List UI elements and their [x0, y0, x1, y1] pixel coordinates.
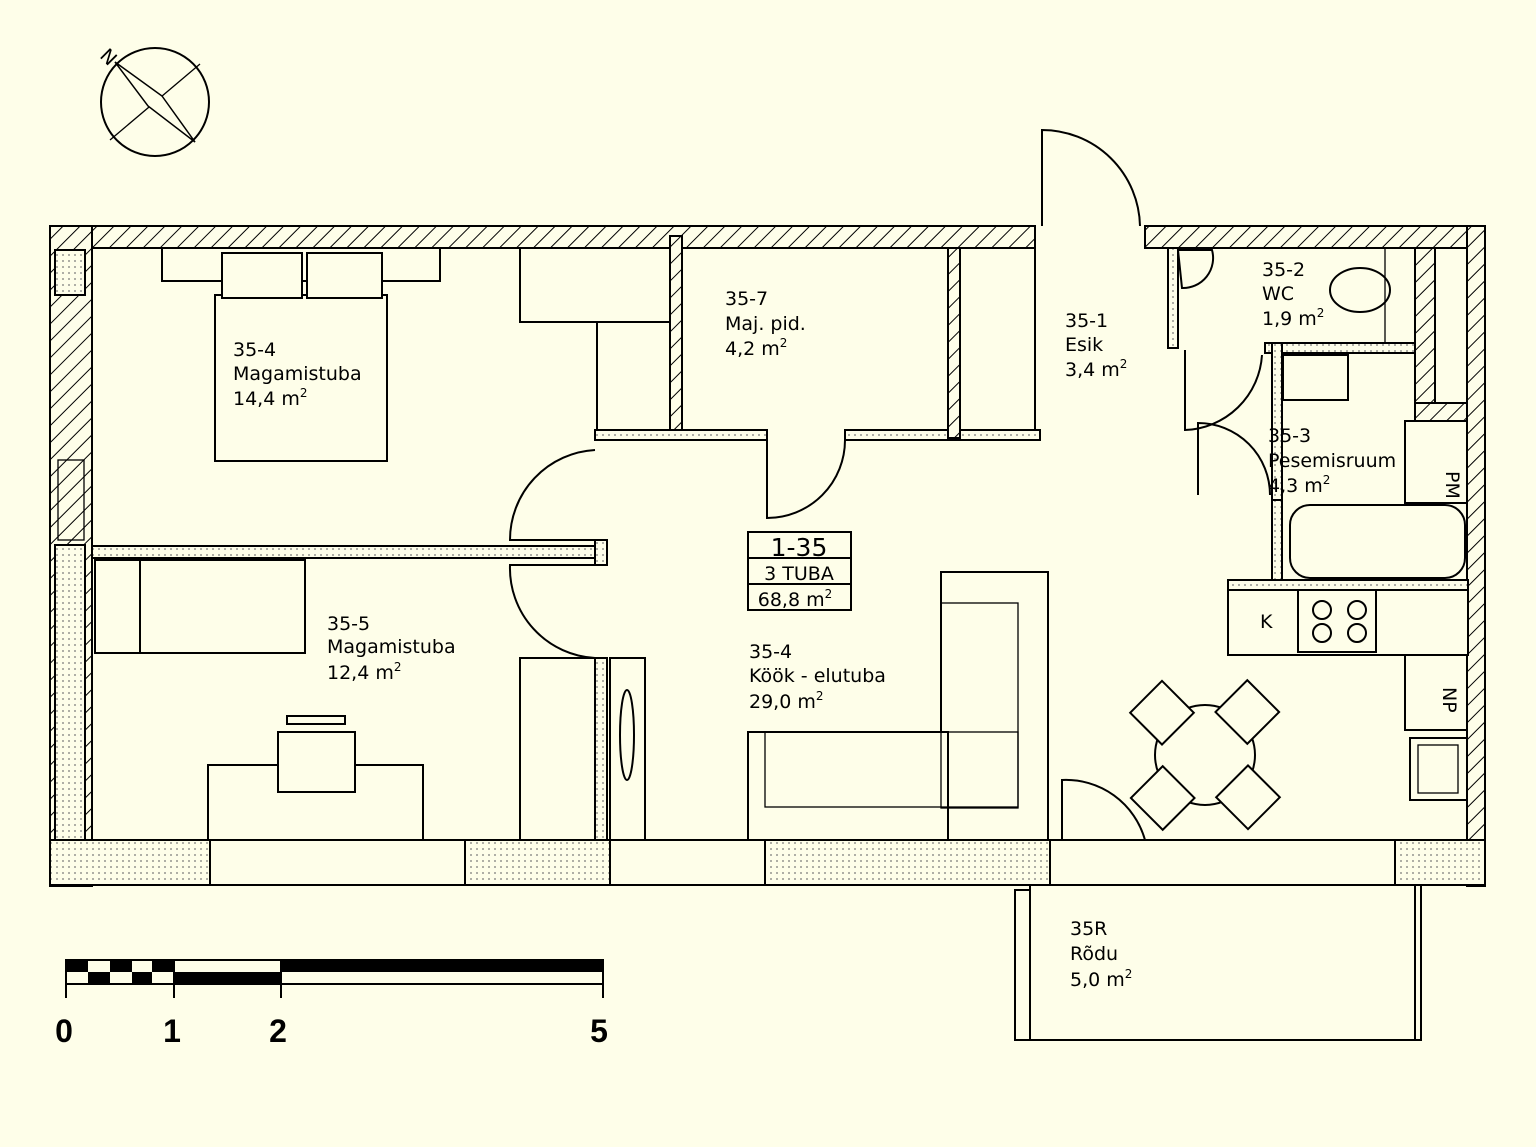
svg-text:35-1: 35-1 [1065, 310, 1108, 332]
apartment-summary-box: 1-35 3 TUBA 68,8 m2 [747, 531, 852, 611]
svg-text:Maj. pid.: Maj. pid. [725, 313, 806, 335]
scale-label-2: 2 [269, 1013, 287, 1049]
svg-text:1,9 m2: 1,9 m2 [1262, 306, 1324, 330]
furniture [94, 247, 1469, 841]
svg-text:4,3 m2: 4,3 m2 [1268, 473, 1330, 497]
svg-text:Pesemisruum: Pesemisruum [1268, 450, 1396, 472]
svg-text:29,0 m2: 29,0 m2 [749, 689, 824, 713]
np-label: NP [1438, 687, 1460, 713]
svg-text:35-3: 35-3 [1268, 425, 1311, 447]
apartment-area: 68,8 m2 [758, 587, 833, 611]
svg-text:14,4 m2: 14,4 m2 [233, 386, 308, 410]
svg-text:4,2 m2: 4,2 m2 [725, 336, 787, 360]
doors [508, 128, 1271, 841]
svg-text:Magamistuba: Magamistuba [327, 636, 456, 658]
scale-label-0: 0 [55, 1013, 73, 1049]
room-label-35-4-bedroom: 35-4 Magamistuba 14,4 m2 [233, 339, 362, 410]
k-label: K [1260, 611, 1273, 633]
room-label-35r-balcony: 35R Rõdu 5,0 m2 [1070, 918, 1132, 991]
room-label-35-4-kitchen-living: 35-4 Köök - elutuba 29,0 m2 [749, 641, 886, 713]
svg-text:35-7: 35-7 [725, 288, 768, 310]
svg-text:12,4 m2: 12,4 m2 [327, 660, 402, 684]
pm-label: PM [1441, 471, 1463, 499]
svg-text:Magamistuba: Magamistuba [233, 363, 362, 385]
room-label-35-1-hall: 35-1 Esik 3,4 m2 [1065, 310, 1127, 381]
interior-walls [91, 235, 1469, 841]
room-label-35-3-bathroom: 35-3 Pesemisruum 4,3 m2 [1268, 425, 1396, 497]
scale-bar: 0 1 2 5 [55, 959, 608, 1049]
wardrobes [519, 247, 1036, 841]
compass-north-label: N [95, 45, 121, 71]
apartment-number: 1-35 [771, 533, 828, 562]
room-label-35-2-wc: 35-2 WC 1,9 m2 [1262, 259, 1324, 330]
svg-text:Rõdu: Rõdu [1070, 943, 1118, 965]
svg-text:WC: WC [1262, 283, 1294, 305]
balcony [1014, 884, 1422, 1041]
svg-text:35-4: 35-4 [233, 339, 276, 361]
apartment-rooms: 3 TUBA [764, 563, 834, 585]
svg-text:3,4 m2: 3,4 m2 [1065, 357, 1127, 381]
svg-text:35-4: 35-4 [749, 641, 792, 663]
svg-text:35-2: 35-2 [1262, 259, 1305, 281]
scale-label-5: 5 [590, 1013, 608, 1049]
svg-text:Köök - elutuba: Köök - elutuba [749, 665, 886, 687]
svg-text:35-5: 35-5 [327, 613, 370, 635]
svg-text:5,0 m2: 5,0 m2 [1070, 967, 1132, 991]
svg-text:Esik: Esik [1065, 334, 1103, 356]
svg-text:35R: 35R [1070, 918, 1107, 940]
room-label-35-5-bedroom: 35-5 Magamistuba 12,4 m2 [327, 613, 456, 684]
north-arrow-compass-icon: N [95, 45, 210, 157]
room-label-35-7-utility: 35-7 Maj. pid. 4,2 m2 [725, 288, 806, 360]
scale-label-1: 1 [163, 1013, 181, 1049]
